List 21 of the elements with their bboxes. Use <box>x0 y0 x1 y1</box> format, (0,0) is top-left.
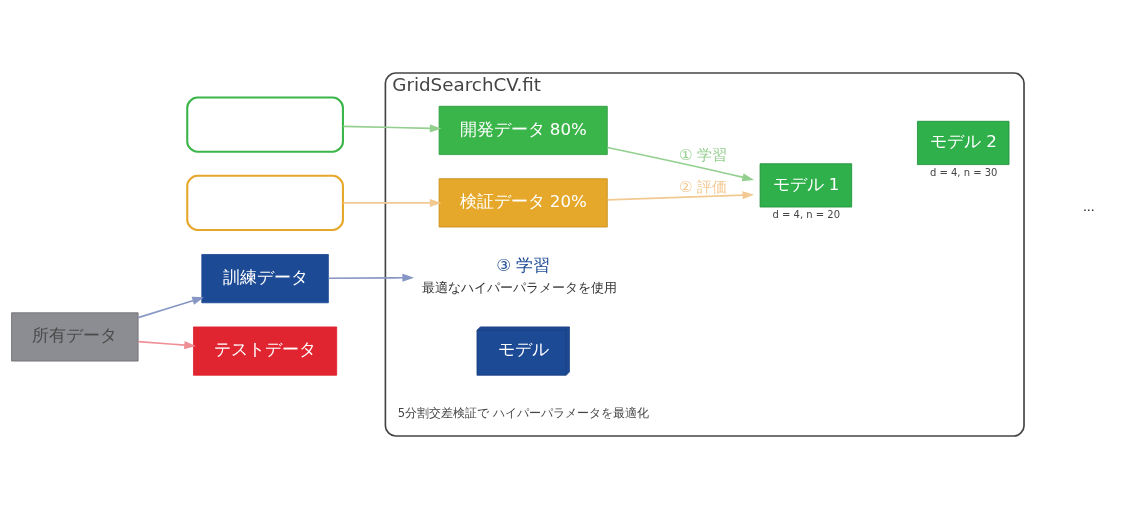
node-box: 開発データ 80% <box>438 105 608 155</box>
node-text: ③ 学習 最適なハイパーパラメータを使用 <box>421 255 617 295</box>
node-box: テストデータ <box>193 326 338 376</box>
edge-label: ② 評価 <box>678 177 728 196</box>
arrow <box>606 146 755 181</box>
arrow <box>606 190 755 201</box>
label: 5分割交差検証で ハイパーパラメータを最適化 <box>397 405 649 420</box>
arrow <box>137 340 196 349</box>
node-label: d = 4, n = 20 <box>772 208 841 220</box>
arrow <box>342 198 442 207</box>
node-box <box>186 96 344 153</box>
node-box: 訓練データ <box>201 253 329 303</box>
node-box: 所有データ <box>11 311 139 361</box>
arrow <box>137 296 204 318</box>
node-box <box>186 174 344 231</box>
node-label: d = 4, n = 30 <box>929 166 998 178</box>
arrow <box>342 123 442 132</box>
label: … <box>1083 199 1095 214</box>
arrow <box>327 273 415 282</box>
node-box: 検証データ 20% <box>438 177 608 227</box>
edge-label: ① 学習 <box>678 145 728 164</box>
